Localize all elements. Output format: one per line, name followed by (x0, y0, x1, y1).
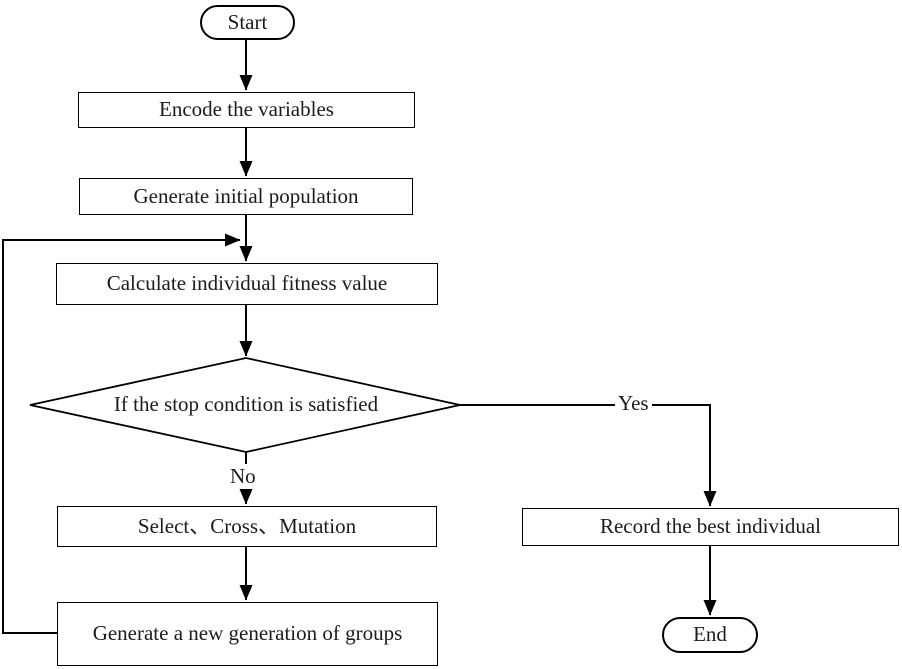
node-record-best-individual: Record the best individual (522, 508, 899, 546)
edge-label-no: No (227, 464, 259, 489)
node-start: Start (200, 5, 295, 40)
edge-label-yes: Yes (615, 391, 652, 416)
node-calculate-fitness: Calculate individual fitness value (56, 263, 438, 305)
node-generate-new-groups-label: Generate a new generation of groups (92, 621, 403, 646)
node-generate-initial-population-label: Generate initial population (133, 183, 359, 208)
node-record-best-individual-label: Record the best individual (599, 514, 822, 539)
node-encode-variables: Encode the variables (78, 92, 415, 128)
node-stop-condition-label: If the stop condition is satisfied (113, 392, 379, 416)
node-select-cross-mutation-label: Select、Cross、Mutation (137, 513, 357, 538)
connector-loop-back (2, 233, 241, 634)
node-calculate-fitness-label: Calculate individual fitness value (106, 271, 388, 296)
connector-decision-yes (460, 404, 717, 507)
node-generate-new-groups: Generate a new generation of groups (57, 602, 438, 666)
node-generate-initial-population: Generate initial population (79, 178, 413, 215)
node-end: End (662, 617, 758, 653)
node-encode-variables-label: Encode the variables (159, 97, 334, 122)
node-start-label: Start (227, 9, 268, 34)
node-end-label: End (693, 622, 727, 647)
node-select-cross-mutation: Select、Cross、Mutation (57, 506, 437, 547)
